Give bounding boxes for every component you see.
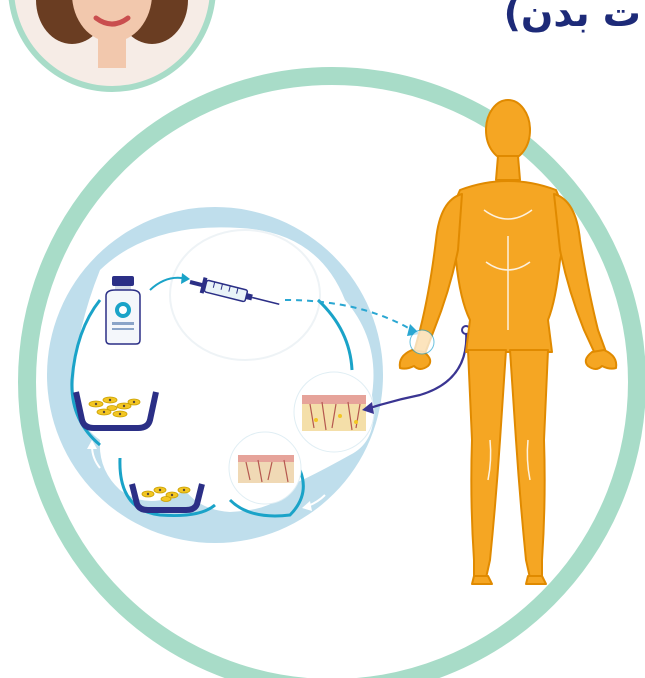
skin-tissue-icon (229, 432, 301, 504)
skin-tissue-icon (294, 372, 374, 452)
injection-site-highlight (410, 330, 434, 354)
portrait-bubble (0, 0, 230, 100)
